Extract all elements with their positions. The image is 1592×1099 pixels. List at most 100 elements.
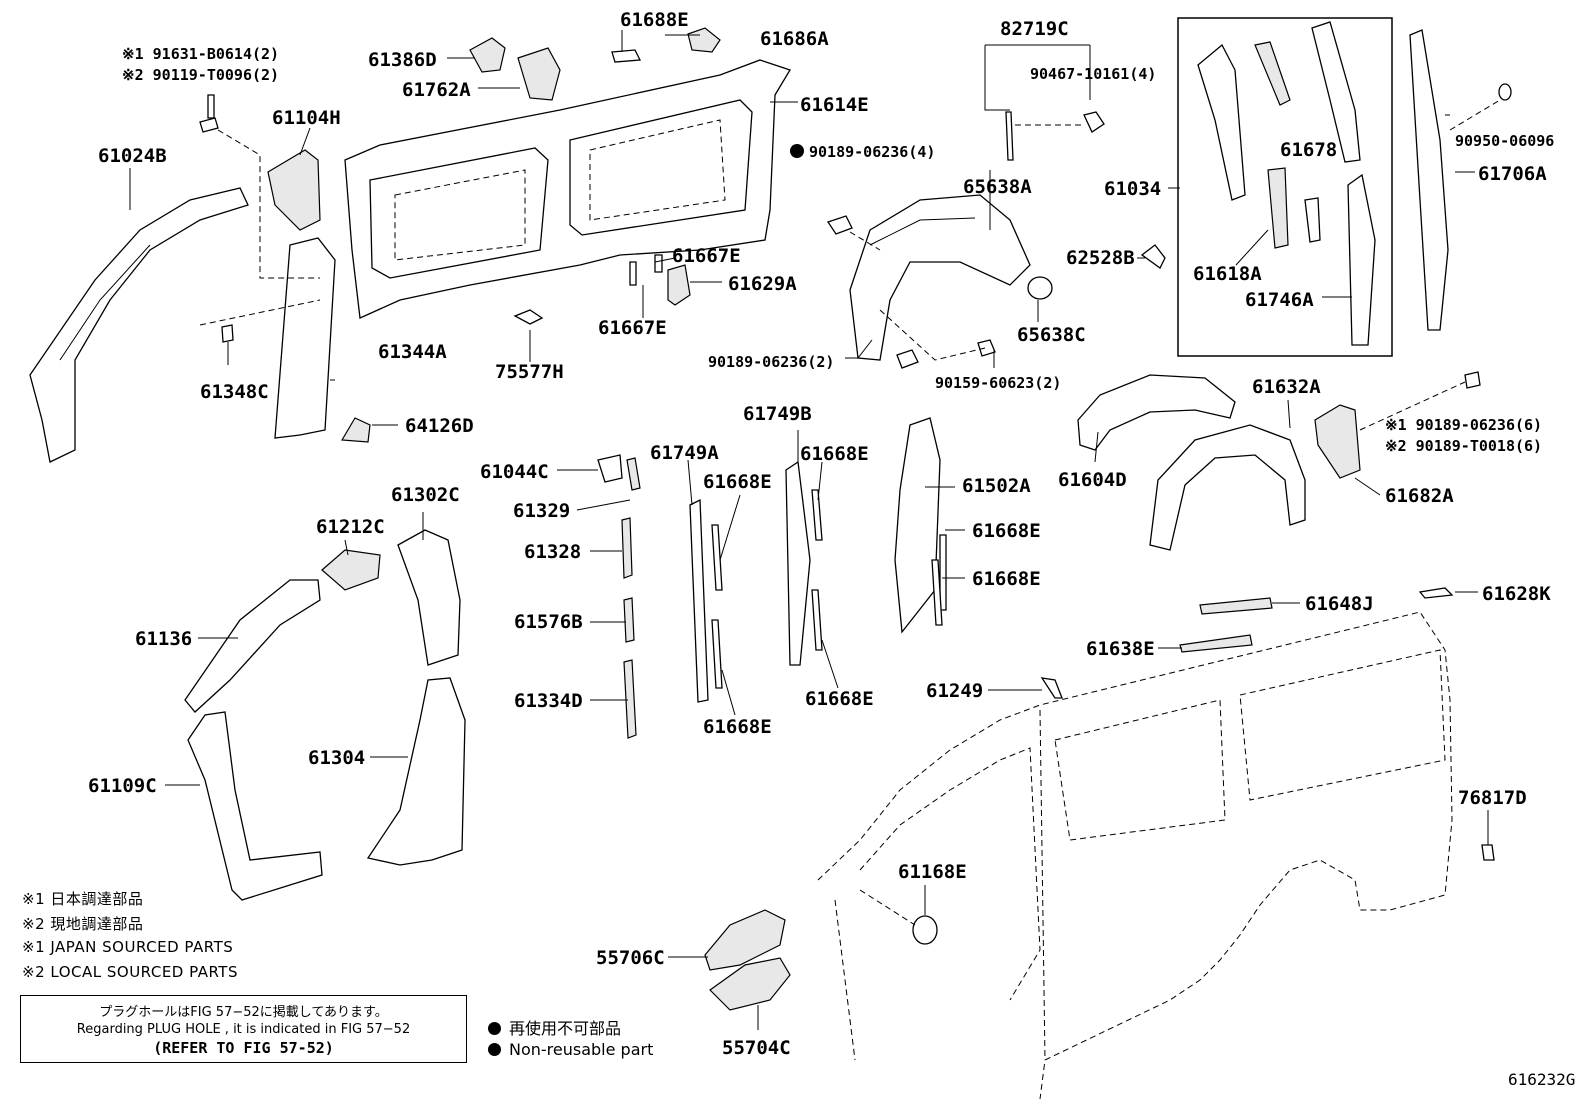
pillar-61706a	[1409, 29, 1449, 331]
group-box-61034	[1177, 17, 1393, 357]
rail-61136	[184, 579, 321, 713]
label-90189-06236-4: 90189-06236(4)	[809, 143, 935, 161]
label-61668e-a: 61668E	[703, 471, 772, 493]
bracket-61328	[621, 517, 633, 579]
clip-90159	[977, 339, 996, 357]
part-labels: 61688E 61686A 61386D 61762A 61614E 82719…	[88, 9, 1554, 1059]
legend-text-jp: 再使用不可部品	[509, 1019, 622, 1038]
label-61749a: 61749A	[650, 442, 719, 464]
bracket-61576b	[623, 597, 635, 643]
pillar-61344a	[274, 237, 336, 439]
bracket-61629a	[667, 264, 691, 306]
legend-text-en: Non-reusable part	[509, 1040, 654, 1059]
label-61348c: 61348C	[200, 381, 269, 403]
label-91631: ※1 91631-B0614(2)	[122, 45, 279, 63]
label-61334d: 61334D	[514, 690, 583, 712]
label-61618a: 61618A	[1193, 263, 1262, 285]
label-61668e-b: 61668E	[800, 443, 869, 465]
label-90189-t0018: ※2 90189-T0018(6)	[1385, 437, 1542, 455]
label-61576b: 61576B	[514, 611, 583, 633]
label-90950: 90950-06096	[1455, 132, 1554, 150]
label-55704c: 55704C	[722, 1037, 791, 1059]
label-90159: 90159-60623(2)	[935, 374, 1061, 392]
wheelhouse-61604d	[1077, 374, 1236, 451]
bracket-62528b	[1140, 244, 1166, 269]
bracket-61628k	[1418, 587, 1454, 599]
label-76817d: 76817D	[1458, 787, 1527, 809]
pillar-61109c	[187, 711, 323, 901]
seal-61667e-a	[629, 261, 637, 286]
bracket-61329	[626, 457, 641, 491]
vehicle-body-outline	[817, 611, 1453, 1099]
label-90119: ※2 90119-T0096(2)	[122, 66, 279, 84]
label-61668e-c: 61668E	[972, 520, 1041, 542]
label-62528b: 62528B	[1066, 247, 1135, 269]
seal-61668e-2	[711, 619, 723, 689]
label-65638a: 65638A	[963, 176, 1032, 198]
label-61678: 61678	[1280, 139, 1337, 161]
label-90467: 90467-10161(4)	[1030, 65, 1156, 83]
bracket-61688e	[611, 49, 642, 63]
label-61638e: 61638E	[1086, 638, 1155, 660]
plug-61168e	[912, 915, 938, 945]
pillar-61302c	[397, 529, 461, 666]
reference-box: プラグホールはFIG 57−52に掲載してあります。 Regarding PLU…	[20, 995, 467, 1063]
seal-61668e-3	[811, 489, 823, 541]
label-61667e-lower: 61667E	[598, 317, 667, 339]
reinforcement-61749b	[785, 460, 811, 666]
label-61628k: 61628K	[1482, 583, 1551, 605]
label-61136: 61136	[135, 628, 192, 650]
label-75577h: 75577H	[495, 361, 564, 383]
label-61749b: 61749B	[743, 403, 812, 425]
non-reusable-bullet-icon	[488, 1022, 501, 1035]
pillar-61502a	[894, 417, 941, 634]
label-61668e-d: 61668E	[972, 568, 1041, 590]
label-61329: 61329	[513, 500, 570, 522]
clip-90189-06236-lower	[896, 349, 919, 369]
label-61212c: 61212C	[316, 516, 385, 538]
panel-61034-parts	[1197, 21, 1376, 346]
label-90189-06236-2: 90189-06236(2)	[708, 353, 834, 371]
label-61302c: 61302C	[391, 484, 460, 506]
label-61648j: 61648J	[1305, 593, 1374, 615]
label-61604d: 61604D	[1058, 469, 1127, 491]
reinforcement-61212c	[321, 549, 381, 591]
bracket-61686a	[687, 27, 721, 53]
leader-lines	[129, 30, 1489, 1030]
bolt-91631	[199, 94, 219, 133]
bracket-61682a	[1314, 404, 1361, 479]
figure-id: 616232G	[1508, 1070, 1576, 1089]
legend-non-reusable-jp: 再使用不可部品	[488, 1015, 621, 1039]
bracket-61638e	[1179, 634, 1253, 653]
bracket-55704c	[709, 957, 791, 1011]
label-61328: 61328	[524, 541, 581, 563]
wheelhouse-61632a	[1149, 424, 1306, 551]
bracket-55706c	[704, 909, 786, 971]
pillar-61024b	[29, 187, 249, 463]
reinforcement-61749a	[689, 498, 709, 703]
label-61667e-upper: 61667E	[672, 245, 741, 267]
note-local-sourced-jp: ※2 現地調達部品	[22, 915, 144, 933]
bracket-61762a	[517, 47, 561, 101]
clip-82719c	[984, 44, 1105, 161]
label-61629a: 61629A	[728, 273, 797, 295]
label-55706c: 55706C	[596, 947, 665, 969]
fender-liner-65638a	[849, 194, 1031, 361]
reference-line-jp: プラグホールはFIG 57−52に掲載してあります。	[99, 1005, 388, 1020]
label-61104h: 61104H	[272, 107, 341, 129]
bracket-61044c	[597, 454, 623, 483]
non-reusable-bullet-icon	[488, 1043, 501, 1056]
label-61682a: 61682A	[1385, 485, 1454, 507]
label-61502a: 61502A	[962, 475, 1031, 497]
label-61686a: 61686A	[760, 28, 829, 50]
label-61668e-e: 61668E	[703, 716, 772, 738]
label-61249: 61249	[926, 680, 983, 702]
reference-line-refer: (REFER TO FIG 57-52)	[153, 1039, 334, 1057]
label-61024b: 61024B	[98, 145, 167, 167]
note-japan-sourced-en: ※1 JAPAN SOURCED PARTS	[22, 938, 234, 956]
reference-line-en: Regarding PLUG HOLE , it is indicated in…	[76, 1022, 411, 1037]
label-61762a: 61762A	[402, 79, 471, 101]
legend-non-reusable-en: Non-reusable part	[488, 1040, 653, 1059]
label-61614e: 61614E	[800, 94, 869, 116]
label-61344a: 61344A	[378, 341, 447, 363]
